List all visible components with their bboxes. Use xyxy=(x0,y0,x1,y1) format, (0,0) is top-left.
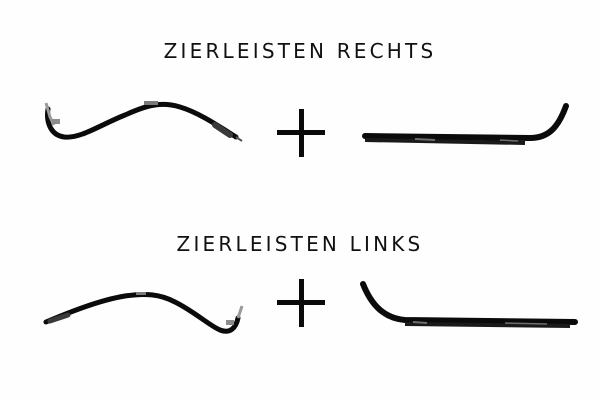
heading-right-trims: ZIERLEISTEN RECHTS xyxy=(163,39,437,63)
plus-icon xyxy=(277,109,325,157)
trim-strip-left-curved-image xyxy=(43,291,244,334)
trim-strip-right-curved-image xyxy=(44,101,243,142)
heading-left-trims: ZIERLEISTEN LINKS xyxy=(176,232,424,256)
trim-strip-left-straight-image xyxy=(360,281,578,328)
plus-icon xyxy=(277,279,325,327)
trim-strip-right-straight-image xyxy=(362,103,569,145)
